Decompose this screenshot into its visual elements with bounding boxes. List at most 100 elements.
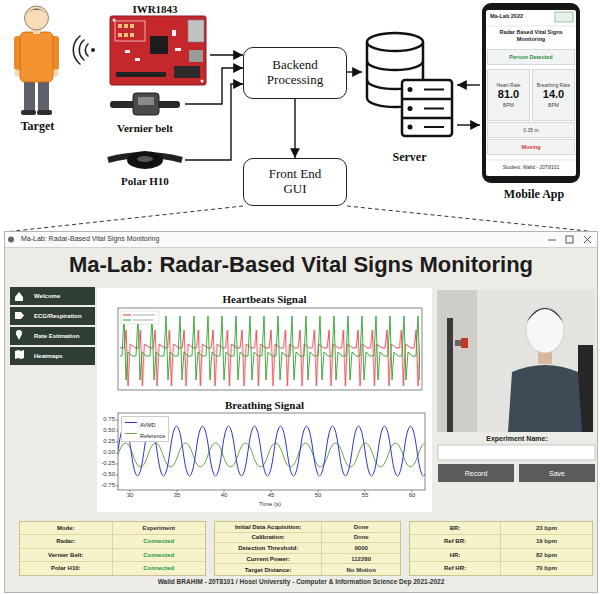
flow-arrow	[210, 54, 243, 55]
person-figure	[14, 6, 59, 115]
status-key: Current Power:	[215, 554, 322, 565]
plot-panel: Heartbeats SignalBreathing Signal	[97, 288, 432, 512]
person-figure	[5, 2, 70, 137]
status-key: Initial Data Acquisition:	[215, 522, 322, 533]
nav-button: Welcome	[10, 287, 95, 305]
status-key: BR:	[410, 522, 501, 535]
status-value: 19 bpm	[501, 535, 592, 548]
radar-board-image	[110, 16, 206, 85]
record-button: Record	[438, 464, 514, 482]
breathing-plot	[116, 413, 433, 492]
chest-strap-image	[108, 151, 182, 169]
window-chrome	[5, 232, 597, 248]
node-text: BPM	[503, 102, 514, 109]
app-card: Moving	[488, 140, 574, 154]
server-image	[367, 33, 452, 136]
status-key: Radar:	[20, 535, 113, 548]
status-panel: BR:23 bpmRef BR:19 bpmHR:82 bpmRef HR:70…	[410, 522, 592, 575]
legend-text: AVMD	[140, 422, 155, 428]
axis-tick: 0.25	[97, 438, 115, 444]
axis-tick: 30	[120, 492, 140, 498]
footer-text: Walid BRAHIM - 20T8101 / Hosei Universit…	[5, 578, 597, 585]
axis-tick: 0.00	[97, 449, 115, 455]
node-text: ECG/Respiration	[34, 313, 82, 319]
axis-title: Time (s)	[240, 501, 300, 507]
app-header: Ma-Lab 2022	[490, 13, 550, 20]
node-caption: Target	[5, 119, 70, 134]
process-box: Backend Processing	[243, 47, 347, 99]
plot-title: Breathing Signal	[97, 399, 432, 411]
axis-tick: -0.50	[97, 471, 115, 477]
nav-button: ECG/Respiration	[10, 307, 95, 325]
window-title: Ma-Lab: Radar-Based Vital Signs Monitori…	[21, 235, 421, 242]
legend-row: AVMD	[125, 418, 165, 429]
status-value: No Motion	[322, 564, 400, 575]
flow-arrow	[457, 84, 480, 85]
node-caption: Vernier belt	[105, 122, 185, 134]
axis-tick: 45	[261, 492, 281, 498]
server-icon: Server	[362, 28, 457, 165]
status-key: Calibration:	[215, 533, 322, 544]
node-text: Heart Rate	[496, 82, 520, 89]
node-caption: Server	[362, 150, 457, 165]
chest-strap: Polar H10	[105, 143, 185, 190]
status-panel: Initial Data Acquisition:DoneCalibration…	[215, 522, 400, 575]
status-value: 23 bpm	[501, 522, 592, 535]
node-text: 81.0	[498, 88, 519, 101]
status-key: HR:	[410, 549, 501, 562]
legend-line	[125, 422, 137, 423]
flow-arrow	[347, 71, 362, 72]
node-text: Breathing Rate	[537, 82, 570, 89]
status-value: 112280	[322, 554, 400, 565]
process-box: Front End GUI	[243, 158, 347, 206]
axis-tick: 40	[214, 492, 234, 498]
axis-tick: 35	[167, 492, 187, 498]
status-key: Polar H10:	[20, 562, 113, 575]
status-value: Done	[322, 533, 400, 544]
axis-tick: -0.25	[97, 460, 115, 466]
legend-row: Reference	[125, 429, 165, 440]
status-key: Target Distance:	[215, 564, 322, 575]
node-caption: Polar H10	[105, 175, 185, 187]
radar-board: IWR1843	[100, 2, 210, 87]
status-value: 70 bpm	[501, 562, 592, 575]
nav-button: Rate Estimation	[10, 327, 95, 345]
legend-text: Reference	[140, 433, 165, 439]
node-caption: Mobile App	[480, 187, 588, 202]
app-card: Person Detected	[488, 50, 574, 64]
status-value: Connected	[113, 549, 206, 562]
node-text: Save	[549, 470, 565, 477]
app-card: 0.35 m	[488, 123, 574, 137]
node-text: Welcome	[34, 293, 60, 299]
node-text: Heatmaps	[34, 353, 63, 359]
status-value: Connected	[113, 535, 206, 548]
flow-arrow	[457, 124, 480, 125]
camera-view	[437, 290, 595, 432]
flow-arrow	[185, 84, 243, 160]
app-card: Breathing Rate14.0BPM	[533, 70, 574, 120]
app-footer: Student: Walid - 20T8101	[488, 164, 574, 170]
status-value: 82 bpm	[501, 549, 592, 562]
status-value: Experiment	[113, 522, 206, 535]
axis-tick: 60	[402, 492, 422, 498]
axis-tick: -0.75	[97, 482, 115, 488]
status-value: Done	[322, 522, 400, 533]
app-subtitle: Radar Based Vital Signs Monitoring	[488, 29, 574, 43]
status-key: Detection Threshold:	[215, 543, 322, 554]
app-heading: Ma-Lab: Radar-Based Vital Signs Monitori…	[5, 252, 597, 278]
app-card: Heart Rate81.0BPM	[488, 70, 529, 120]
node-text: 0.35 m	[523, 127, 538, 134]
heartbeat-plot	[118, 308, 422, 390]
node-text: Record	[465, 470, 488, 477]
plot-legend: AVMD Reference	[121, 416, 169, 442]
node-text: Front End GUI	[262, 167, 328, 197]
gui-window: Ma-Lab: Radar-Based Vital Signs Monitori…	[5, 232, 597, 592]
node-text: Moving	[521, 144, 540, 150]
target-person: Target	[5, 2, 70, 137]
flow-arrow	[294, 99, 295, 158]
belt-sensor: Vernier belt	[105, 90, 185, 137]
belt-image	[110, 93, 180, 115]
zoom-guide	[5, 206, 243, 232]
node-text: Rate Estimation	[34, 333, 79, 339]
wireless-signal	[73, 36, 95, 64]
